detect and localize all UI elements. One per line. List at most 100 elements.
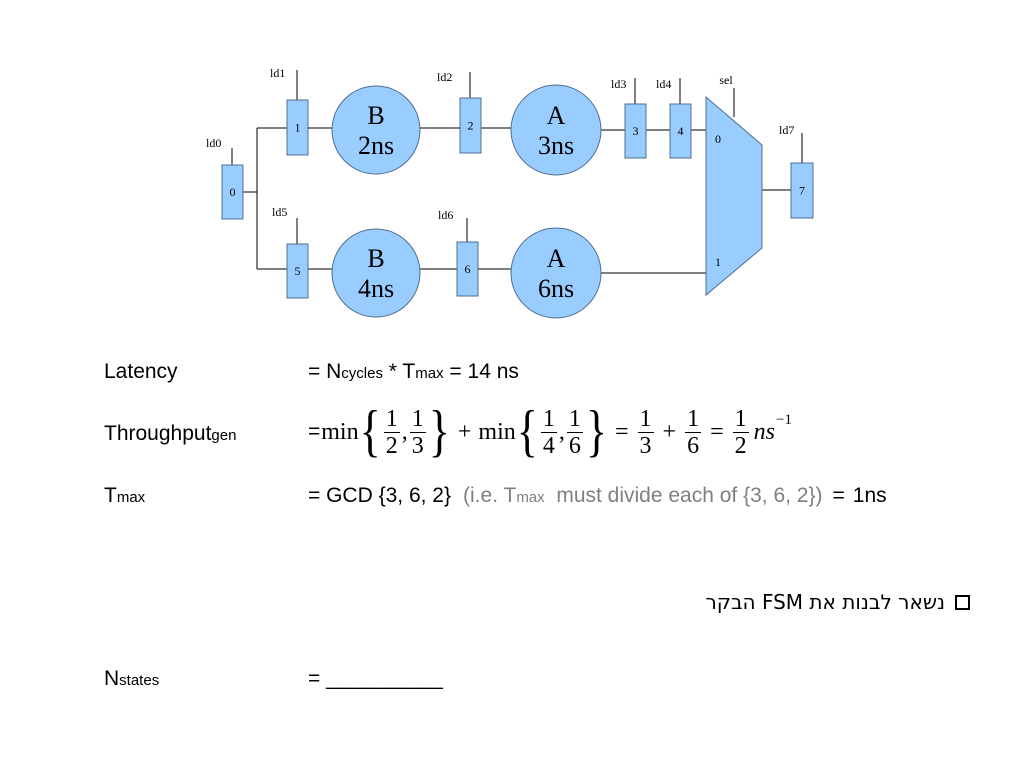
register-index-3: 3 (633, 124, 639, 138)
tmax-value: = GCD {3, 6, 2} (308, 484, 452, 507)
denominator: 2 (734, 432, 747, 459)
register-index-6: 6 (465, 262, 471, 276)
datapath-diagram: 0ld01ld12ld23ld34ld45ld56ld67ld7B2nsA3ns… (206, 66, 814, 319)
unit-b-bottom (331, 228, 421, 318)
unit-a-top (510, 84, 602, 176)
latency-label: Latency (104, 360, 178, 383)
numerator: 1 (540, 405, 557, 433)
left-brace-1: { (359, 399, 381, 464)
unit-b-top (331, 85, 421, 175)
throughput-unit-exponent: −1 (775, 411, 792, 428)
tmax-note-subscript: max (516, 489, 545, 506)
register-index-4: 4 (678, 124, 684, 138)
equals-operator-2: = (615, 418, 629, 445)
tmax-label-subscript: max (116, 489, 146, 506)
numerator: 1 (566, 405, 583, 433)
register-6 (456, 241, 479, 297)
throughput-eq: = (308, 420, 321, 443)
register-index-0: 0 (230, 185, 236, 199)
plus-operator-1: + (457, 418, 472, 445)
denominator: 3 (411, 432, 424, 459)
throughput-label: Throughputgen (104, 422, 236, 448)
latency-formula: = Ncycles * Tmax = 14 ns (308, 360, 519, 386)
unit-a-bottom (510, 227, 602, 319)
min-operator-1: min (321, 418, 359, 445)
equals-operator-3: = (710, 418, 724, 445)
unit-b-top-name: B (367, 101, 384, 130)
latency-result: = 14 ns (443, 360, 519, 383)
register-1 (286, 99, 309, 156)
numerator: 1 (383, 405, 400, 433)
tmax-label: Tmax (104, 484, 145, 510)
register-index-1: 1 (295, 121, 301, 135)
register-index-2: 2 (468, 119, 474, 133)
throughput-unit: ns (753, 418, 775, 445)
min-operator-2: min (478, 418, 516, 445)
tmax-result: 1ns (852, 484, 887, 507)
load-signal-ld1: ld1 (270, 66, 285, 80)
multiplexer (705, 95, 763, 297)
unit-a-bottom-name: A (547, 244, 566, 273)
latency-t-subscript: max (415, 365, 444, 382)
tmax-note: (i.e. Tmax must divide each of {3, 6, 2}… (463, 484, 822, 507)
unit-b-bottom-name: B (367, 244, 384, 273)
denominator: 6 (568, 432, 581, 459)
nstates-label-subscript: states (119, 672, 160, 689)
numerator: 1 (732, 405, 749, 433)
right-brace-1: } (428, 399, 450, 464)
checkbox-bullet-icon (955, 595, 970, 610)
left-brace-2: { (516, 399, 538, 464)
denominator: 4 (542, 432, 555, 459)
unit-a-top-delay: 3ns (538, 131, 574, 160)
register-4 (669, 103, 692, 159)
register-index-5: 5 (295, 264, 301, 278)
unit-a-bottom-delay: 6ns (538, 274, 574, 303)
load-signal-ld3: ld3 (611, 77, 626, 91)
task-line: נשאר לבנות את FSM הבקר (705, 590, 970, 614)
nstates-label-text: N (104, 667, 120, 690)
register-3 (624, 103, 647, 159)
nstates-label: Nstates (104, 667, 159, 693)
register-5 (286, 243, 309, 299)
register-index-7: 7 (799, 184, 805, 198)
mux-input-0: 0 (715, 132, 721, 146)
load-signal-ld5: ld5 (272, 205, 287, 219)
right-brace-2: } (585, 399, 607, 464)
load-signal-ld2: ld2 (437, 70, 452, 84)
register-0 (221, 164, 244, 220)
throughput-label-text: Throughput (104, 422, 212, 445)
denominator: 6 (687, 432, 700, 459)
unit-b-top-delay: 2ns (358, 131, 394, 160)
plus-operator-2: + (662, 418, 677, 445)
comma: , (401, 418, 408, 445)
numerator: 1 (409, 405, 426, 433)
unit-b-bottom-delay: 4ns (358, 274, 394, 303)
mux-select-label: sel (719, 73, 733, 87)
mux-input-1: 1 (715, 255, 721, 269)
load-signal-ld6: ld6 (438, 208, 453, 222)
unit-a-top-name: A (547, 101, 566, 130)
register-7 (790, 162, 814, 219)
tmax-formula: = GCD {3, 6, 2} (i.e. Tmax must divide ea… (308, 484, 887, 510)
tmax-result-eq: = (832, 484, 845, 507)
numerator: 1 (685, 405, 702, 433)
load-signal-ld4: ld4 (656, 77, 671, 91)
load-signal-ld7: ld7 (779, 123, 794, 137)
latency-eq-prefix: = N (308, 360, 342, 383)
denominator: 3 (639, 432, 652, 459)
latency-mid: * T (382, 360, 416, 383)
latency-n-subscript: cycles (341, 365, 383, 382)
load-signal-ld0: ld0 (206, 136, 221, 150)
tmax-label-text: T (104, 484, 117, 507)
diagram-wires (231, 70, 803, 274)
register-2 (459, 97, 482, 154)
throughput-label-subscript: gen (211, 427, 237, 444)
